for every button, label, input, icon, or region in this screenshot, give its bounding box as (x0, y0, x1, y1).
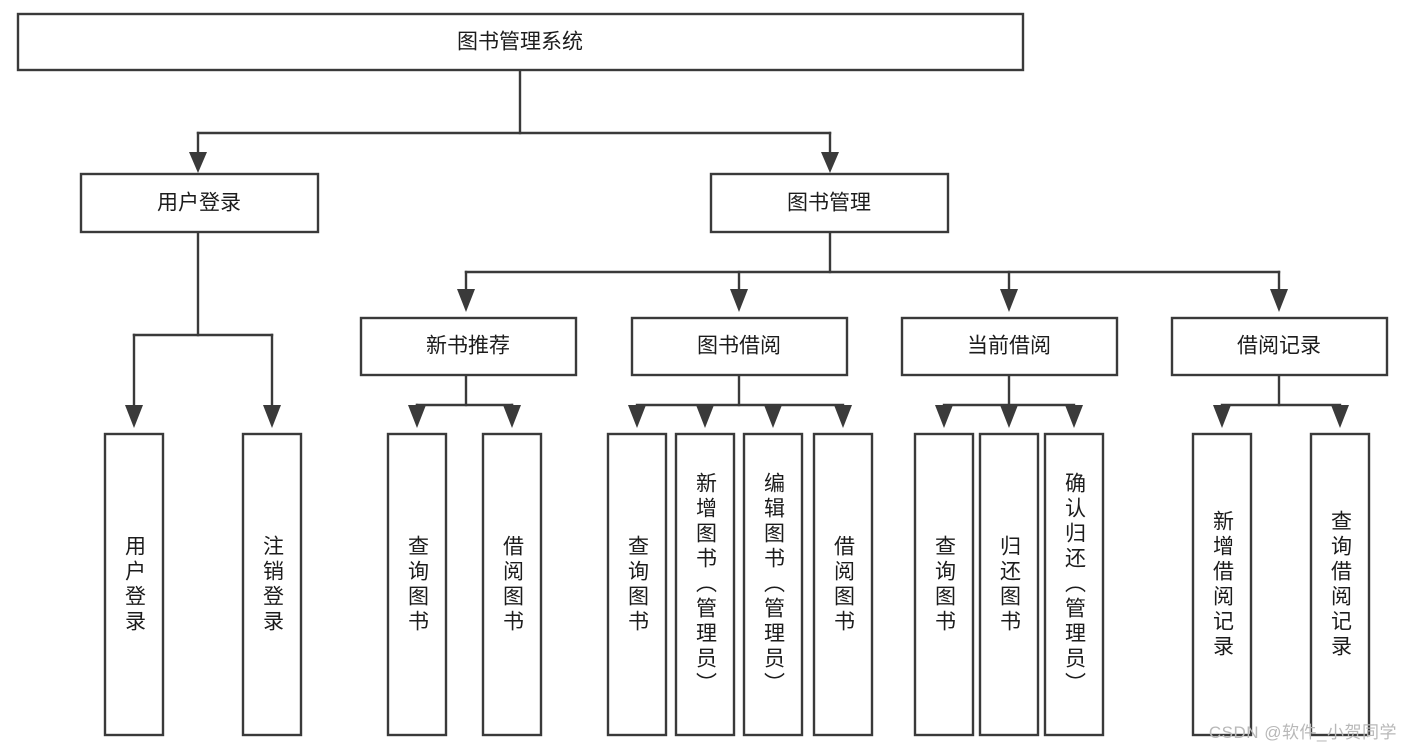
node-current-borrow-box[interactable] (900, 316, 1119, 377)
leaf-box-return-book[interactable] (978, 432, 1040, 737)
watermark-text: CSDN @软件_小贺同学 (1208, 723, 1397, 742)
arrow-currentborrow-leaf-3 (1065, 405, 1083, 428)
arrow-bookmgmt-book-borrow (730, 289, 748, 312)
arrow-newbook-leaf-2 (503, 405, 521, 428)
node-book-management-box[interactable] (709, 172, 950, 234)
node-user-login-label: 用户登录 (157, 192, 241, 215)
arrow-bookmgmt-new-book (457, 289, 475, 312)
connectors (125, 68, 1349, 428)
node-current-borrow-label: 当前借阅 (967, 335, 1051, 358)
leaf-box-user-logout[interactable] (241, 432, 303, 737)
node-borrow-record-box[interactable] (1170, 316, 1389, 377)
arrow-newbook-leaf-1 (408, 405, 426, 428)
arrow-root-to-user-login (189, 152, 207, 173)
node-book-management[interactable]: 图书管理 (709, 172, 950, 234)
arrow-bookmgmt-borrow-record (1270, 289, 1288, 312)
node-new-book-recommend-label: 新书推荐 (426, 335, 510, 358)
node-current-borrow[interactable]: 当前借阅 (900, 316, 1119, 377)
node-book-borrow-box[interactable] (630, 316, 849, 377)
leaf-box-add-book[interactable] (674, 432, 736, 737)
node-root[interactable]: 图书管理系统 (16, 12, 1025, 72)
arrow-borrowrecord-leaf-1 (1213, 405, 1231, 428)
node-root-label: 图书管理系统 (457, 31, 583, 54)
arrow-bookborrow-leaf-2 (696, 405, 714, 428)
arrow-bookmgmt-current-borrow (1000, 289, 1018, 312)
leaf-box-borrow-book-2[interactable] (812, 432, 874, 737)
node-root-box[interactable] (16, 12, 1025, 72)
leaf-box-query-book-2[interactable] (606, 432, 668, 737)
leaf-boxes (103, 432, 1371, 737)
leaf-box-query-book-3[interactable] (913, 432, 975, 737)
arrow-userlogin-leaf-1 (125, 405, 143, 428)
arrow-currentborrow-leaf-2 (1000, 405, 1018, 428)
arrow-bookborrow-leaf-4 (834, 405, 852, 428)
arrow-bookborrow-leaf-1 (628, 405, 646, 428)
arrow-root-to-book-management (821, 152, 839, 173)
arrow-bookborrow-leaf-3 (764, 405, 782, 428)
node-book-borrow-label: 图书借阅 (697, 335, 781, 358)
leaf-box-add-record[interactable] (1191, 432, 1253, 737)
node-book-borrow[interactable]: 图书借阅 (630, 316, 849, 377)
node-book-management-label: 图书管理 (787, 192, 871, 215)
arrow-userlogin-leaf-2 (263, 405, 281, 428)
node-borrow-record[interactable]: 借阅记录 (1170, 316, 1389, 377)
arrow-borrowrecord-leaf-2 (1331, 405, 1349, 428)
arrow-currentborrow-leaf-1 (935, 405, 953, 428)
leaf-box-confirm-return[interactable] (1043, 432, 1105, 737)
leaf-box-query-record[interactable] (1309, 432, 1371, 737)
node-new-book-recommend[interactable]: 新书推荐 (359, 316, 578, 377)
node-user-login-box[interactable] (79, 172, 320, 234)
node-borrow-record-label: 借阅记录 (1237, 335, 1321, 358)
leaf-box-edit-book[interactable] (742, 432, 804, 737)
node-new-book-recommend-box[interactable] (359, 316, 578, 377)
leaf-box-user-login[interactable] (103, 432, 165, 737)
leaf-box-query-book-1[interactable] (386, 432, 448, 737)
node-user-login[interactable]: 用户登录 (79, 172, 320, 234)
leaf-box-borrow-book-1[interactable] (481, 432, 543, 737)
